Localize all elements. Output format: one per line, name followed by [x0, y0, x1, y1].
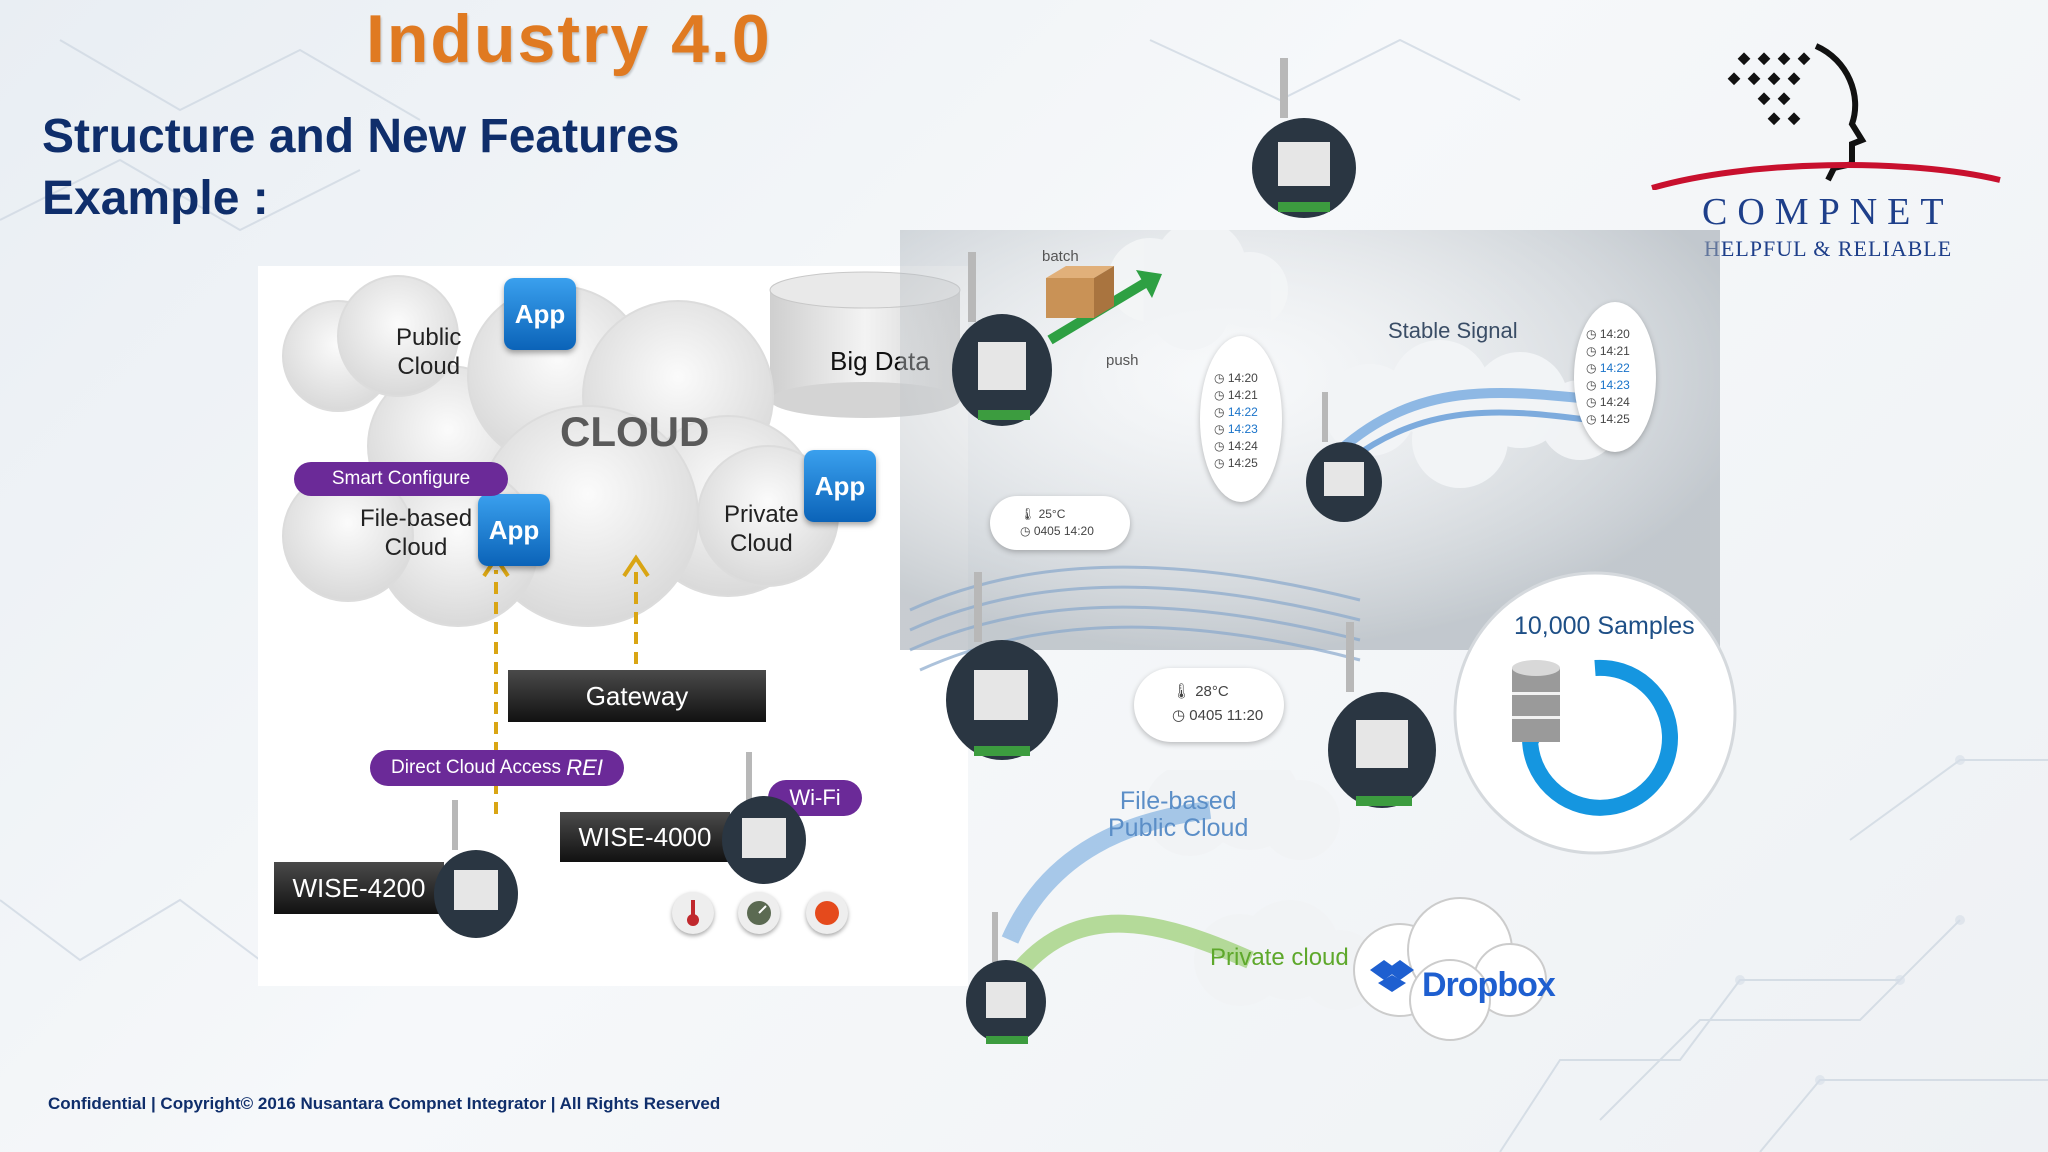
samples-label: 10,000 Samples	[1514, 612, 1695, 640]
reading-2: 🌡 28°C ◷ 0405 11:20	[1172, 683, 1264, 724]
wise-device-mid	[946, 572, 1058, 760]
reading-bubble-1	[990, 496, 1130, 550]
slide-subtitle: Structure and New Features Example :	[42, 106, 680, 230]
compnet-logo-mark	[1651, 43, 2001, 190]
smart-configure-pill: Smart Configure	[294, 462, 508, 496]
wise-device-stable	[1306, 392, 1382, 522]
wise-device-samples	[1328, 622, 1436, 808]
wise-device-batch	[952, 252, 1052, 426]
gauge-icon	[738, 892, 780, 934]
wise-4000-box: WISE-4000	[560, 812, 730, 862]
subtitle-line-1: Structure and New Features	[42, 110, 680, 163]
private-cloud-right-label: Private cloud	[1210, 944, 1349, 971]
file-based-cloud-label: File-based Cloud	[360, 505, 473, 561]
app-badge-public[interactable]: App	[504, 278, 576, 350]
public-cloud-label: Public Cloud	[396, 324, 462, 380]
push-label: push	[1106, 352, 1139, 369]
gateway-box: Gateway	[508, 670, 766, 722]
app-badge-private[interactable]: App	[804, 450, 876, 522]
time-list-right: ◷ 14:20 ◷ 14:21 ◷ 14:22 ◷ 14:23 ◷ 14:24 …	[1586, 327, 1630, 426]
wise-4200-box: WISE-4200	[274, 862, 444, 914]
logo-name: COMPNET	[1702, 191, 1954, 233]
private-cloud-label: Private Cloud	[724, 501, 799, 557]
direct-cloud-access-pill: Direct Cloud Access REI	[370, 750, 624, 786]
samples-circle	[1453, 571, 1737, 855]
time-list-left: ◷ 14:20 ◷ 14:21 ◷ 14:22 ◷ 14:23 ◷ 14:24 …	[1214, 371, 1258, 470]
wise-device-bottom	[966, 912, 1046, 1044]
file-based-public-cloud-label: File-based Public Cloud	[1108, 787, 1249, 842]
wise-4200-device	[434, 800, 518, 938]
alarm-light-icon	[806, 892, 848, 934]
time-bubble-left	[1200, 336, 1282, 502]
reading-1: 🌡 25°C ◷ 0405 14:20	[1020, 507, 1094, 538]
footer-copyright: Confidential | Copyright© 2016 Nusantara…	[48, 1094, 721, 1113]
stable-signal-label: Stable Signal	[1388, 318, 1518, 343]
dropbox-logo-text: Dropbox	[1422, 966, 1556, 1004]
time-bubble-right	[1574, 302, 1656, 452]
thermometer-icon	[672, 892, 714, 934]
subtitle-line-2: Example :	[42, 172, 269, 225]
app-badge-file-based[interactable]: App	[478, 494, 550, 566]
cloud-streams	[1001, 770, 1547, 1041]
cloud-label: CLOUD	[560, 408, 710, 455]
data-stream-lines	[909, 565, 1361, 672]
batch-label: batch	[1042, 248, 1079, 265]
logo-tagline: HELPFUL & RELIABLE	[1704, 236, 1953, 261]
reading-bubble-2	[1134, 668, 1284, 742]
wise-device-top	[1252, 58, 1356, 218]
wise-4000-device	[722, 752, 806, 884]
slide-title: Industry 4.0	[366, 1, 772, 77]
